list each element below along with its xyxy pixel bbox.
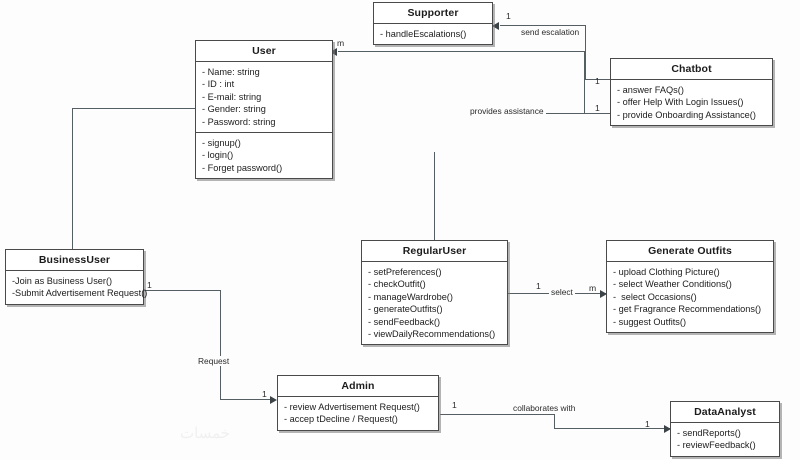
mult-admin-1-left: 1 bbox=[262, 389, 267, 399]
class-member: - answer FAQs() bbox=[617, 85, 684, 95]
class-member: - offer Help With Login Issues() bbox=[617, 97, 744, 108]
class-member: - sendReports() bbox=[677, 428, 741, 438]
class-member: - Password: string bbox=[202, 116, 276, 127]
edge-request-h-top bbox=[144, 290, 221, 291]
class-member: - viewDailyRecommendations() bbox=[368, 329, 496, 340]
class-member: - ID : int bbox=[202, 79, 235, 90]
edge-user-regular-v bbox=[434, 152, 435, 240]
class-box-admin[interactable]: Admin - review Advertisement Request() -… bbox=[277, 375, 439, 431]
class-title-chatbot: Chatbot bbox=[611, 59, 772, 80]
class-box-data-analyst[interactable]: DataAnalyst - sendReports() - reviewFeed… bbox=[670, 401, 780, 457]
class-methods-supporter: - handleEscalations() bbox=[374, 24, 492, 44]
class-title-data-analyst: DataAnalyst bbox=[671, 402, 779, 423]
mult-chatbot-1-bottom: 1 bbox=[595, 103, 600, 113]
edge-send-escalation-to-chatbot bbox=[585, 79, 610, 80]
class-member: - Forget password() bbox=[202, 162, 283, 173]
mult-supporter-1: 1 bbox=[506, 11, 511, 21]
class-title-regular-user: RegularUser bbox=[362, 241, 507, 262]
class-member: - upload Clothing Picture() bbox=[613, 267, 720, 277]
class-member: -Join as Business User() bbox=[12, 276, 113, 286]
watermark: خمسات bbox=[180, 425, 231, 442]
class-methods-admin: - review Advertisement Request() - accep… bbox=[278, 397, 438, 430]
class-member: - get Fragrance Recommendations() bbox=[613, 304, 762, 315]
class-box-supporter[interactable]: Supporter - handleEscalations() bbox=[373, 2, 493, 46]
class-member: - manageWardrobe() bbox=[368, 291, 453, 302]
mult-generate-m: m bbox=[589, 283, 597, 293]
class-member: - select Occasions() bbox=[613, 291, 697, 302]
edge-label-select: select bbox=[549, 287, 575, 297]
class-member: - signup() bbox=[202, 138, 241, 149]
class-member: - Gender: string bbox=[202, 104, 266, 115]
edge-collaborates-v bbox=[554, 414, 555, 429]
class-member: - login() bbox=[202, 150, 234, 161]
edge-send-escalation-v bbox=[585, 25, 586, 80]
class-member: -Submit Advertisement Request() bbox=[12, 288, 148, 299]
edge-label-collaborates-with: collaborates with bbox=[511, 403, 578, 413]
edge-label-send-escalation: send escalation bbox=[519, 27, 582, 37]
class-member: - Name: string bbox=[202, 67, 260, 77]
class-member: - provide Onboarding Assistance() bbox=[617, 109, 756, 120]
class-member: - checkOutfit() bbox=[368, 279, 426, 290]
edge-user-business-h bbox=[72, 108, 195, 109]
arrowhead-admin-left bbox=[270, 396, 277, 404]
mult-business-1: 1 bbox=[147, 280, 152, 290]
class-member: - generateOutfits() bbox=[368, 304, 443, 315]
class-box-business-user[interactable]: BusinessUser -Join as Business User() -S… bbox=[5, 249, 148, 305]
class-methods-user: - signup() - login() - Forget password() bbox=[196, 132, 332, 178]
class-box-user[interactable]: User - Name: string - ID : int - E-mail:… bbox=[195, 40, 333, 180]
mult-regular-1: 1 bbox=[536, 281, 541, 291]
edge-request-v bbox=[220, 290, 221, 400]
edge-send-escalation-h bbox=[500, 25, 586, 26]
class-box-generate-outfits[interactable]: Generate Outfits - upload Clothing Pictu… bbox=[606, 240, 774, 334]
class-box-regular-user[interactable]: RegularUser - setPreferences() - checkOu… bbox=[361, 240, 508, 346]
mult-chatbot-1-top: 1 bbox=[595, 76, 600, 86]
edge-collaborates-h2 bbox=[554, 428, 670, 429]
class-member: - E-mail: string bbox=[202, 91, 262, 102]
arrowhead-data-analyst-left bbox=[664, 425, 671, 433]
class-member: - accep tDecline / Request() bbox=[284, 414, 398, 425]
class-methods-regular-user: - setPreferences() - checkOutfit() - man… bbox=[362, 262, 507, 344]
class-member: - sendFeedback() bbox=[368, 316, 441, 327]
class-member: - select Weather Conditions() bbox=[613, 279, 732, 290]
edge-label-request: Request bbox=[196, 356, 232, 366]
mult-user-m: m bbox=[337, 38, 345, 48]
edge-user-chatbot-h bbox=[338, 51, 585, 52]
class-box-chatbot[interactable]: Chatbot - answer FAQs() - offer Help Wit… bbox=[610, 58, 773, 127]
edge-user-chatbot-v bbox=[584, 51, 585, 114]
class-methods-chatbot: - answer FAQs() - offer Help With Login … bbox=[611, 80, 772, 125]
arrowhead-supporter bbox=[492, 22, 499, 30]
mult-data-analyst-1: 1 bbox=[645, 419, 650, 429]
class-methods-data-analyst: - sendReports() - reviewFeedback() bbox=[671, 423, 779, 456]
class-attributes-user: - Name: string - ID : int - E-mail: stri… bbox=[196, 62, 332, 132]
arrowhead-user-right bbox=[330, 48, 337, 56]
edge-collaborates-h bbox=[440, 414, 555, 415]
class-title-business-user: BusinessUser bbox=[6, 250, 143, 271]
class-member: - handleEscalations() bbox=[380, 29, 467, 39]
class-methods-generate-outfits: - upload Clothing Picture() - select Wea… bbox=[607, 262, 773, 332]
class-member: - reviewFeedback() bbox=[677, 440, 756, 451]
class-member: - suggest Outfits() bbox=[613, 316, 687, 327]
class-methods-business-user: -Join as Business User() -Submit Adverti… bbox=[6, 271, 148, 304]
edge-label-provides-assistance: provides assistance bbox=[468, 106, 546, 116]
class-title-admin: Admin bbox=[278, 376, 438, 397]
class-member: - review Advertisement Request() bbox=[284, 402, 420, 412]
edge-user-business-v bbox=[72, 108, 73, 249]
class-title-generate-outfits: Generate Outfits bbox=[607, 241, 773, 262]
class-title-user: User bbox=[196, 41, 332, 62]
class-title-supporter: Supporter bbox=[374, 3, 492, 24]
mult-admin-1-right: 1 bbox=[452, 400, 457, 410]
arrowhead-generate-outfits-left bbox=[600, 290, 607, 298]
edge-request-h-bottom bbox=[220, 399, 272, 400]
class-member: - setPreferences() bbox=[368, 267, 442, 277]
